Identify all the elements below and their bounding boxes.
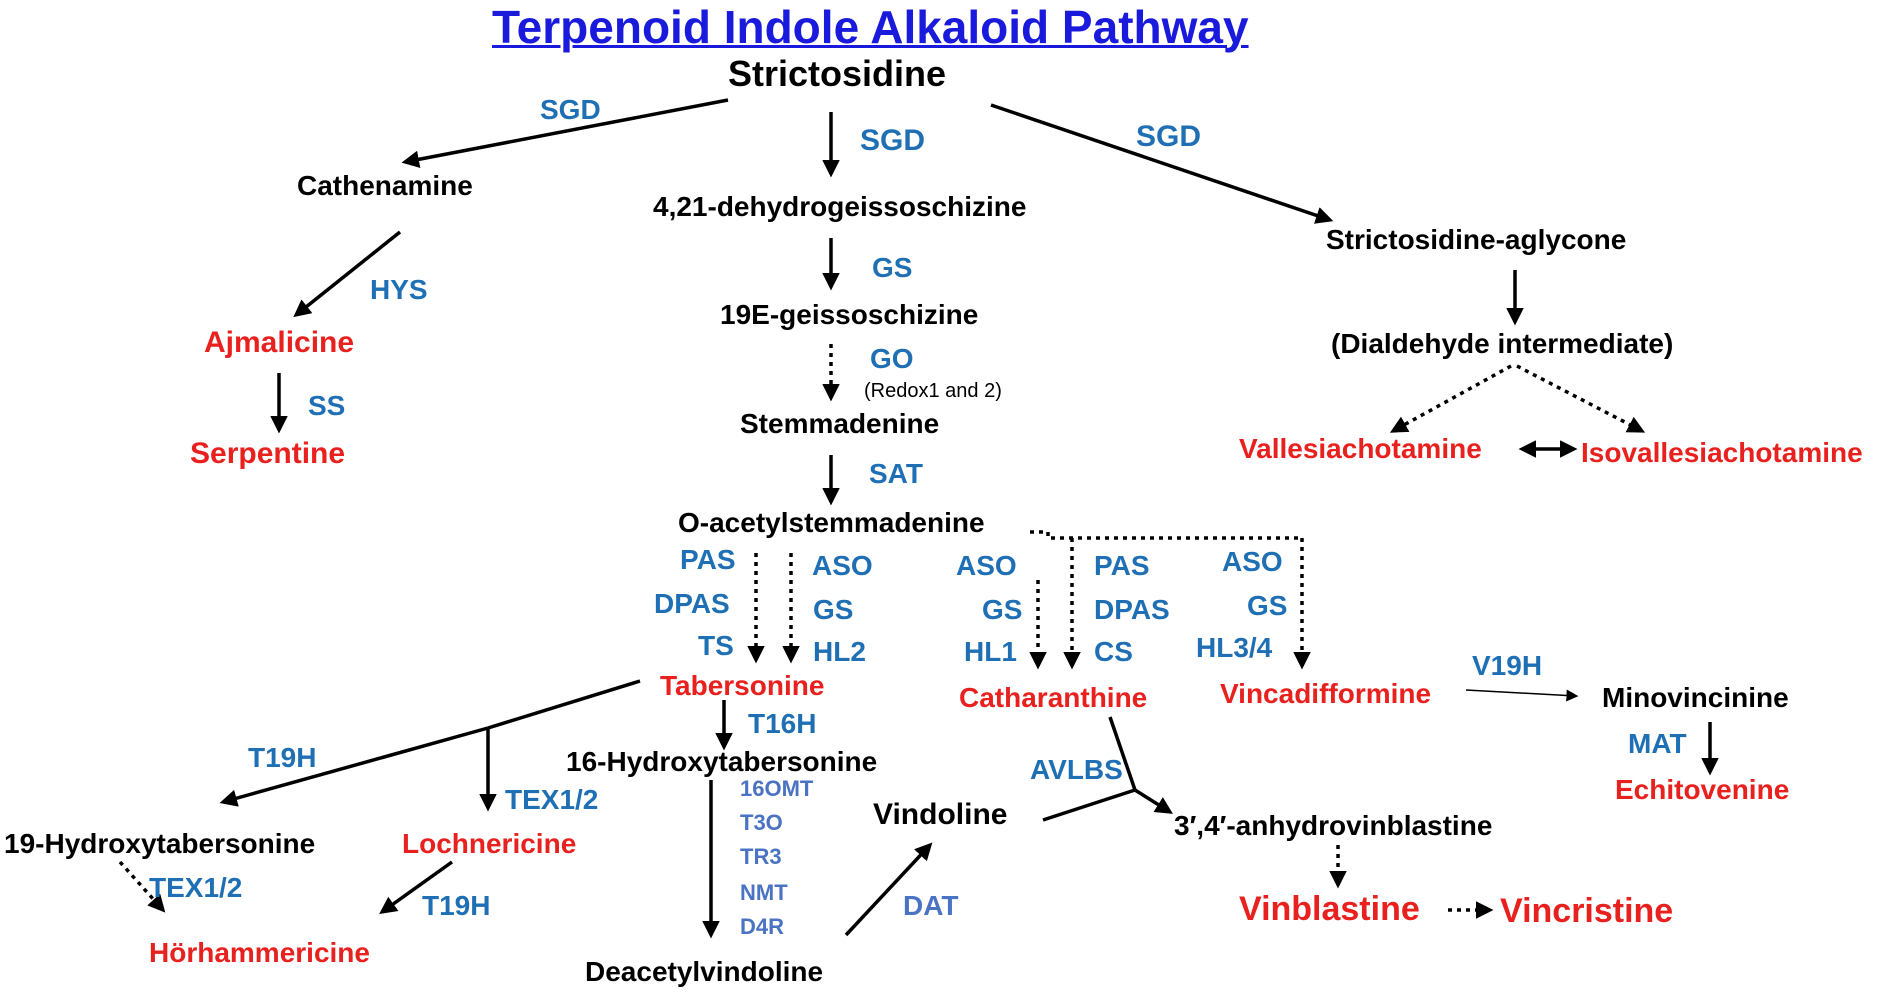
enzyme-gs-2: GS	[982, 594, 1023, 625]
arrow-strictosidine-aglycone	[990, 103, 1334, 224]
compound-stemmadenine: Stemmadenine	[740, 408, 940, 439]
compound-19-hydroxytabersonine: 19-Hydroxytabersonine	[4, 828, 316, 859]
enzyme-t16h: T16H	[748, 708, 817, 739]
enzyme-dpas-2: DPAS	[1094, 594, 1170, 625]
product-serpentine: Serpentine	[190, 437, 346, 470]
compound-strictosidine: Strictosidine	[728, 53, 947, 94]
enzyme-t19h-a: T19H	[248, 742, 317, 773]
enzyme-tex1-2-a: TEX1/2	[505, 784, 599, 815]
product-vallesiachotamine: Vallesiachotamine	[1239, 433, 1482, 464]
enzyme-aso-3: ASO	[1222, 546, 1283, 577]
product-catharanthine: Catharanthine	[959, 682, 1148, 713]
arrow-strictosidine-cathenamine	[401, 98, 729, 168]
arrow-hydroxytabersonine19-horhammericine	[118, 860, 166, 913]
enzyme-sgd-right: SGD	[1136, 120, 1202, 153]
compound-vindoline: Vindoline	[873, 798, 1008, 831]
note-redox: (Redox1 and 2)	[864, 380, 1002, 402]
arrow-lochnericine-horhammericine	[379, 860, 454, 915]
enzyme-t3o: T3O	[740, 810, 783, 835]
enzyme-ts: TS	[698, 630, 734, 661]
enzyme-dpas-1: DPAS	[654, 588, 730, 619]
enzyme-hl2: HL2	[813, 636, 866, 667]
product-vincadifformine: Vincadifformine	[1220, 678, 1432, 709]
enzyme-mat: MAT	[1628, 728, 1687, 759]
enzyme-pas-2: PAS	[1094, 550, 1150, 581]
enzyme-sgd-middle: SGD	[860, 124, 926, 157]
enzyme-aso-1: ASO	[812, 550, 873, 581]
page-title: Terpenoid Indole Alkaloid Pathway	[492, 1, 1249, 53]
compound-acetylstemmadenine: O-acetylstemmadenine	[678, 507, 985, 538]
arrow-dialdehyde-isovallesiachotamine	[1516, 364, 1646, 433]
product-ajmalicine: Ajmalicine	[204, 326, 355, 359]
enzyme-v19h: V19H	[1472, 650, 1543, 681]
enzyme-sat: SAT	[869, 458, 923, 489]
enzyme-gs-1: GS	[813, 594, 854, 625]
enzyme-hl1: HL1	[964, 636, 1017, 667]
product-vinblastine: Vinblastine	[1239, 890, 1420, 928]
compound-deacetylvindoline: Deacetylvindoline	[585, 956, 824, 987]
enzyme-go: GO	[870, 343, 914, 374]
enzyme-aso-2: ASO	[956, 550, 1017, 581]
line-vindoline-coupling	[1042, 788, 1136, 822]
enzyme-gs-3: GS	[1247, 590, 1288, 621]
enzyme-pas-1: PAS	[680, 544, 736, 575]
compound-geissoschizine: 19E-geissoschizine	[720, 299, 979, 330]
enzyme-sgd-left: SGD	[540, 94, 601, 125]
enzyme-hl3-4: HL3/4	[1196, 632, 1273, 663]
product-vincristine: Vincristine	[1500, 892, 1674, 930]
arrow-tabersonine-hydroxytabersonine19	[219, 726, 489, 807]
enzyme-d4r: D4R	[740, 914, 785, 939]
compound-cathenamine: Cathenamine	[297, 170, 473, 201]
enzyme-gs: GS	[872, 252, 913, 283]
enzyme-nmt: NMT	[740, 880, 788, 905]
compound-dialdehyde-intermediate: (Dialdehyde intermediate)	[1331, 328, 1674, 359]
enzyme-tr3: TR3	[740, 844, 782, 869]
line-catharanthine-coupling	[1108, 716, 1137, 791]
arrow-vincadifformine-minovincinine	[1465, 689, 1579, 702]
enzyme-16omt: 16OMT	[740, 776, 814, 801]
enzyme-ss: SS	[308, 390, 346, 421]
enzyme-hys: HYS	[370, 274, 428, 305]
arrow-dialdehyde-vallesiachotamine	[1389, 364, 1512, 433]
compound-minovincinine: Minovincinine	[1602, 682, 1789, 713]
product-horhammericine: Hörhammericine	[149, 937, 370, 968]
enzyme-dat: DAT	[903, 890, 959, 921]
product-isovallesiachotamine: Isovallesiachotamine	[1581, 437, 1863, 468]
compound-strictosidine-aglycone: Strictosidine-aglycone	[1326, 224, 1627, 255]
arrow-deacetylvindoline-vindoline	[844, 842, 933, 937]
arrow-cathenamine-ajmalicine	[293, 230, 402, 318]
arrow-coupling-anhydrovinblastine	[1134, 788, 1173, 814]
product-echitovenine: Echitovenine	[1615, 774, 1790, 805]
enzyme-t19h-b: T19H	[422, 890, 491, 921]
compound-16-hydroxytabersonine: 16-Hydroxytabersonine	[566, 746, 878, 777]
enzyme-cs: CS	[1094, 636, 1133, 667]
bracket-acetylstemmadenine	[1030, 530, 1302, 540]
enzyme-tex1-2-b: TEX1/2	[149, 872, 243, 903]
compound-anhydrovinblastine: 3′,4′-anhydrovinblastine	[1174, 810, 1493, 841]
product-lochnericine: Lochnericine	[402, 828, 577, 859]
arrow-tabersonine-t19h-line	[487, 679, 641, 730]
compound-dehydrogeissoschizine: 4,21-dehydrogeissoschizine	[653, 191, 1027, 222]
enzyme-avlbs: AVLBS	[1030, 754, 1123, 785]
product-tabersonine: Tabersonine	[660, 670, 825, 701]
